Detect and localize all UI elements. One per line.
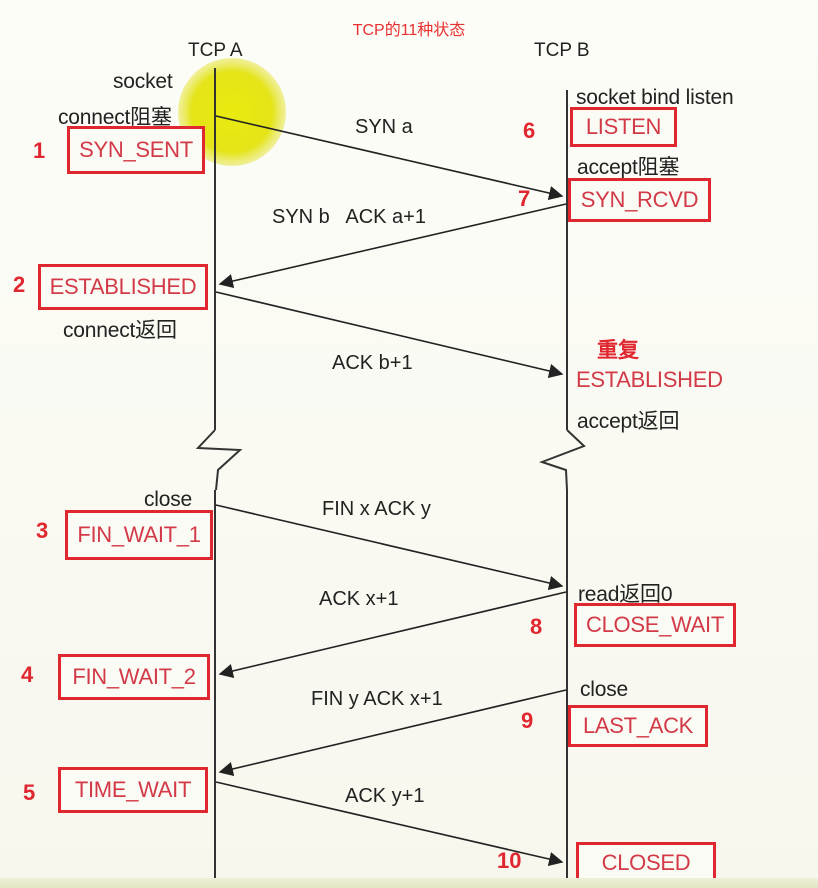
cursor-highlight bbox=[178, 58, 286, 166]
state-number-2: 2 bbox=[13, 272, 26, 297]
page-title: TCP的11种状态 bbox=[352, 22, 466, 39]
message-syn-b-ack: SYN b ACK a+1 bbox=[272, 206, 426, 228]
state-closed: CLOSED bbox=[576, 842, 716, 884]
message-syn-a: SYN a bbox=[355, 116, 413, 138]
timeline-b-break bbox=[539, 429, 586, 491]
label-b-read: read返回0 bbox=[578, 583, 673, 606]
state-number-10: 10 bbox=[497, 848, 522, 873]
message-fin-x: FIN x ACK y bbox=[322, 498, 431, 520]
state-syn-sent: SYN_SENT bbox=[67, 126, 205, 174]
label-b-accept-block: accept阻塞 bbox=[577, 156, 680, 179]
message-ack-y: ACK y+1 bbox=[345, 785, 425, 807]
state-listen: LISTEN bbox=[570, 107, 677, 147]
state-number-6: 6 bbox=[523, 118, 536, 143]
state-time-wait: TIME_WAIT bbox=[58, 767, 208, 813]
arrow-syn-b-ack bbox=[218, 203, 567, 289]
column-head-tcp-b: TCP B bbox=[534, 40, 590, 61]
message-ack-x: ACK x+1 bbox=[319, 588, 399, 610]
label-b-close: close bbox=[580, 678, 629, 701]
state-last-ack: LAST_ACK bbox=[568, 705, 708, 747]
timeline-a-break bbox=[195, 429, 243, 491]
column-head-tcp-a: TCP A bbox=[188, 40, 243, 61]
state-established-b: ESTABLISHED bbox=[576, 367, 723, 392]
state-number-8: 8 bbox=[530, 614, 543, 639]
bottom-strip bbox=[0, 878, 818, 888]
state-number-1: 1 bbox=[33, 138, 46, 163]
state-number-4: 4 bbox=[21, 662, 34, 687]
arrow-syn-a bbox=[215, 115, 564, 201]
message-ack-b: ACK b+1 bbox=[332, 352, 413, 374]
label-b-socket: socket bind listen bbox=[576, 86, 734, 109]
state-repeat-note: 重复 bbox=[597, 339, 639, 362]
state-number-9: 9 bbox=[521, 708, 534, 733]
state-fin-wait-1: FIN_WAIT_1 bbox=[65, 510, 213, 560]
state-close-wait: CLOSE_WAIT bbox=[574, 603, 736, 647]
label-a-close: close bbox=[144, 488, 193, 511]
arrow-fin-x bbox=[215, 504, 564, 591]
state-number-7: 7 bbox=[518, 186, 531, 211]
state-fin-wait-2: FIN_WAIT_2 bbox=[58, 654, 210, 700]
arrow-ack-y bbox=[215, 781, 564, 867]
label-a-connect: connect阻塞 bbox=[58, 106, 172, 129]
arrow-ack-x bbox=[218, 591, 567, 679]
label-a-socket: socket bbox=[113, 70, 173, 93]
message-fin-y: FIN y ACK x+1 bbox=[311, 688, 443, 710]
arrow-fin-y bbox=[218, 689, 567, 777]
state-number-5: 5 bbox=[23, 780, 36, 805]
state-number-3: 3 bbox=[36, 518, 49, 543]
label-b-accept-return: accept返回 bbox=[577, 410, 680, 433]
state-syn-rcvd: SYN_RCVD bbox=[568, 178, 711, 222]
state-established-a: ESTABLISHED bbox=[38, 264, 208, 310]
arrow-ack-b bbox=[215, 291, 564, 379]
label-a-connect-return: connect返回 bbox=[63, 319, 177, 342]
